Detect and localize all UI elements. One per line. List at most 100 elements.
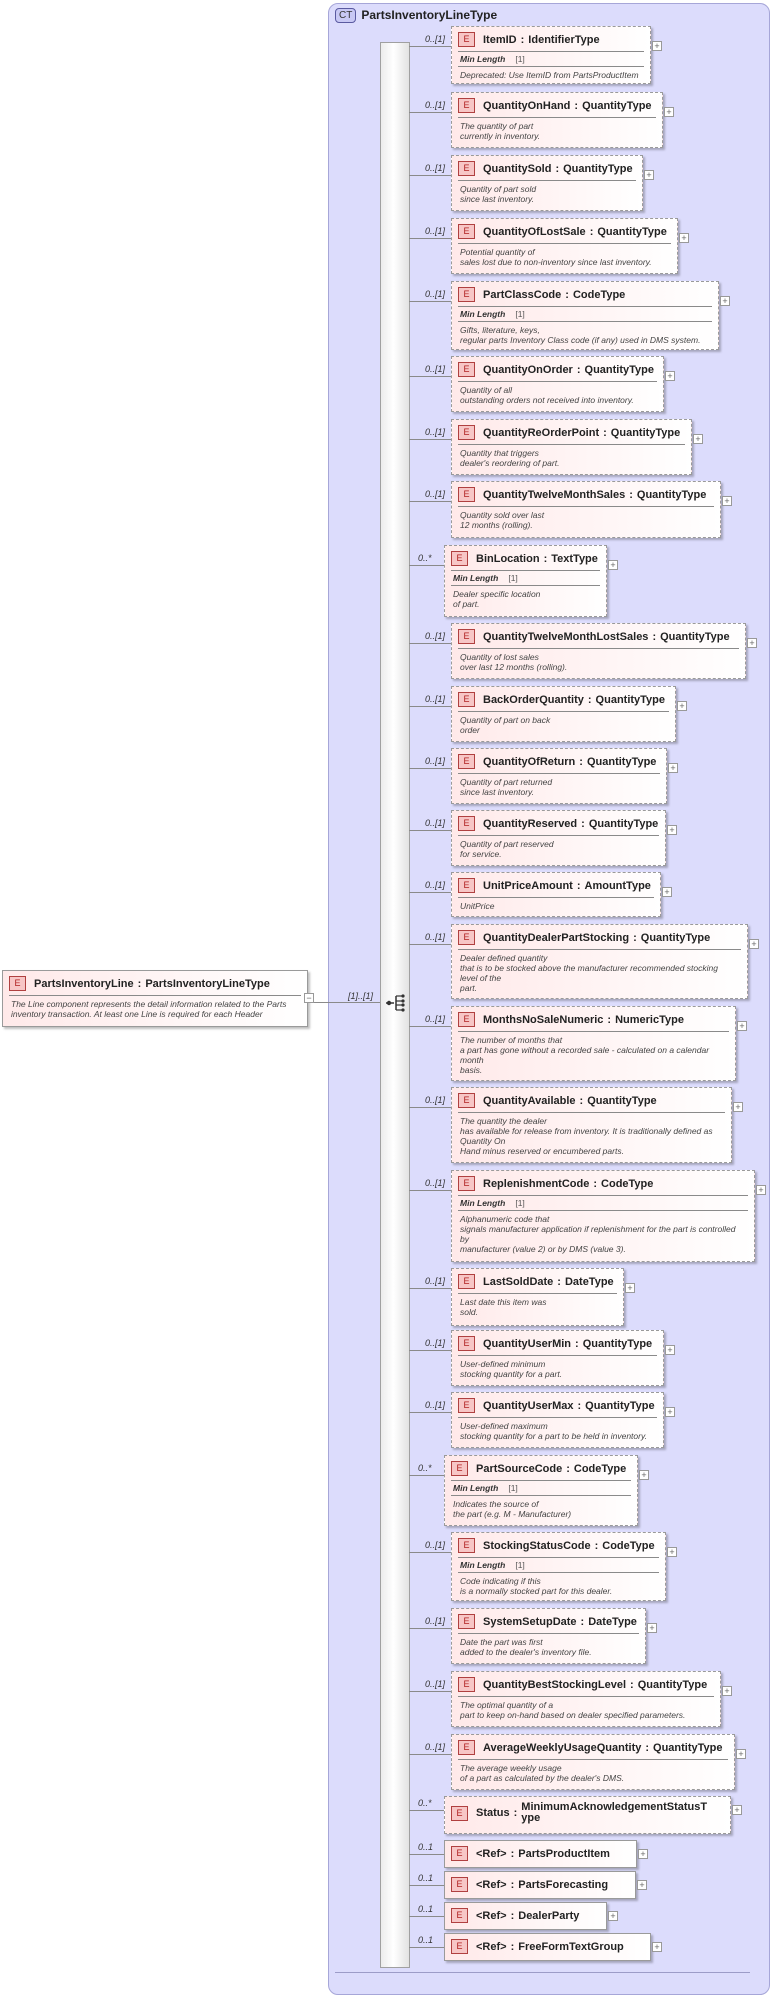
expand-icon[interactable]: + [737,1021,747,1031]
element-name: StockingStatusCode [483,1539,591,1552]
element-doc: Dealer defined quantity that is to be st… [460,953,718,993]
expand-icon[interactable]: + [652,41,662,51]
expand-icon[interactable]: + [644,170,654,180]
expand-icon[interactable]: + [720,296,730,306]
type-separator: : [593,1177,598,1190]
element-name: ReplenishmentCode [483,1177,590,1190]
expand-icon[interactable]: + [749,939,759,949]
expand-icon[interactable]: + [652,1942,662,1952]
expand-icon[interactable]: + [638,1849,648,1859]
type-separator: : [587,693,592,706]
expand-icon[interactable]: + [639,1470,649,1480]
expand-icon[interactable]: + [668,763,678,773]
multiplicity-label: 0..[1] [425,631,446,641]
element-box[interactable]: E<Ref>:PartsProductItem [444,1840,637,1868]
type-separator: : [579,1094,584,1107]
root-element-box[interactable]: E PartsInventoryLine : PartsInventoryLin… [2,970,308,1027]
element-divider [458,1417,657,1418]
type-separator: : [589,225,594,238]
element-divider [458,1633,639,1634]
element-box[interactable]: E<Ref>:PartsForecasting [444,1871,636,1899]
sequence-bar [380,42,410,1968]
element-divider [9,995,301,996]
expand-icon[interactable]: + [733,1102,743,1112]
element-doc: Quantity of part on back order [460,715,551,735]
expand-icon[interactable]: + [736,1749,746,1759]
multiplicity-label: 0..[1] [425,1276,446,1286]
element-badge: E [458,32,475,47]
expand-icon[interactable]: + [608,1911,618,1921]
element-doc: Quantity that triggers dealer's reorderi… [460,448,560,468]
expand-icon[interactable]: + [647,1623,657,1633]
expand-icon[interactable]: + [665,1407,675,1417]
expand-icon[interactable]: + [667,1547,677,1557]
expand-icon[interactable]: + [756,1185,766,1195]
expand-icon[interactable]: + [665,1345,675,1355]
element-divider [458,773,660,774]
expand-icon[interactable]: + [637,1880,647,1890]
facet-name: Min Length [460,1560,506,1570]
connector-line [409,1552,451,1553]
expand-icon[interactable]: + [722,496,732,506]
element-divider [458,243,671,244]
type-separator: : [652,630,657,643]
facet-value: [1] [515,1198,525,1208]
facet-row: Min Length[1] [445,1481,637,1493]
element-box[interactable]: E<Ref>:FreeFormTextGroup [444,1933,651,1961]
expand-icon[interactable]: + [677,701,687,711]
element-badge: E [458,1614,475,1629]
expand-icon[interactable]: + [667,825,677,835]
element-divider [458,897,654,898]
expand-icon[interactable]: + [747,638,757,648]
expand-icon[interactable]: + [679,233,689,243]
collapse-icon[interactable]: − [304,993,314,1003]
expand-icon[interactable]: + [693,434,703,444]
element-name: QuantityDealerPartStocking [483,931,630,944]
element-box[interactable]: E<Ref>:DealerParty [444,1902,607,1930]
expand-icon[interactable]: + [608,560,618,570]
expand-icon[interactable]: + [664,107,674,117]
expand-icon[interactable]: + [665,371,675,381]
element-badge: E [458,1274,475,1289]
element-name: BinLocation [476,552,540,565]
expand-icon[interactable]: + [732,1805,742,1815]
element-type: IdentifierType [528,33,600,46]
type-separator: : [543,552,548,565]
expand-icon[interactable]: + [662,887,672,897]
element-divider [458,51,644,52]
element-badge: E [458,878,475,893]
element-doc: User-defined minimum stocking quantity f… [460,1359,563,1379]
expand-icon[interactable]: + [625,1283,635,1293]
expand-icon[interactable]: + [722,1686,732,1696]
connector-line [409,1350,451,1351]
